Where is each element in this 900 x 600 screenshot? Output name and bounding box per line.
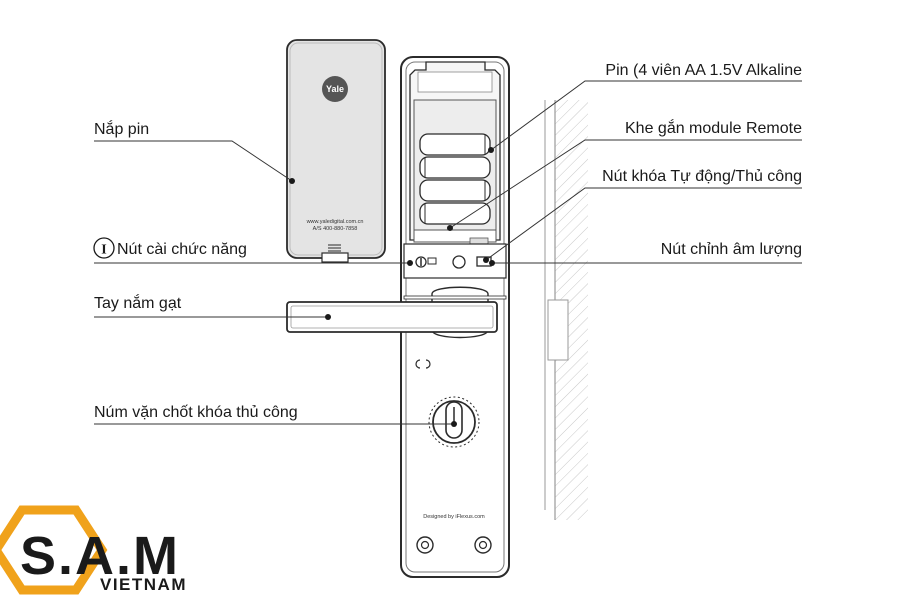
callout-line-auto-manual <box>485 187 802 261</box>
cover-website: www.yaledigital.com.cn <box>306 219 364 225</box>
callout-line-battery <box>490 80 802 151</box>
label-thumb-turn: Núm vặn chốt khóa thủ công <box>94 404 298 421</box>
logo-hexagon <box>0 505 108 595</box>
cover-vent-icon <box>328 244 341 252</box>
function-button-glyph: I <box>101 243 106 258</box>
batteries <box>419 133 491 225</box>
logo-sub-text: VIETNAM <box>100 575 187 594</box>
yale-badge-text: Yale <box>326 84 344 94</box>
sam-vietnam-logo: S.A.M VIETNAM <box>0 505 187 595</box>
label-auto-manual-lock: Nút khóa Tự động/Thủ công <box>602 168 802 185</box>
label-volume-button: Nút chỉnh âm lượng <box>661 241 802 258</box>
callout-line-remote-slot <box>449 139 802 229</box>
label-function-button: Nút cài chức năng <box>117 241 247 258</box>
sensor-icon <box>415 359 431 369</box>
callout-dots <box>289 147 495 427</box>
lock-body: Designed by iFlexus.com <box>286 56 510 578</box>
label-battery-cover: Nắp pin <box>94 119 149 138</box>
screw-left-icon <box>416 536 434 554</box>
callout-line-battery-cover <box>94 140 293 182</box>
wall <box>544 100 588 520</box>
cover-service: A/S 400-880-7858 <box>313 226 358 232</box>
label-remote-slot: Khe gắn module Remote <box>625 118 802 137</box>
yale-badge <box>322 76 348 102</box>
label-lever-handle: Tay nắm gạt <box>94 293 182 312</box>
logo-main-text: S.A.M <box>20 526 180 586</box>
label-battery: Pin (4 viên AA 1.5V Alkaline <box>605 62 802 79</box>
callout-lines <box>94 80 802 425</box>
auto-manual-lock-button[interactable] <box>452 255 466 269</box>
designed-by: Designed by iFlexus.com <box>423 514 485 520</box>
function-button-glyph-icon: I <box>93 237 115 259</box>
screw-right-icon <box>474 536 492 554</box>
battery-cover: Yale www.yaledigital.com.cn A/S 400-880-… <box>286 39 386 263</box>
